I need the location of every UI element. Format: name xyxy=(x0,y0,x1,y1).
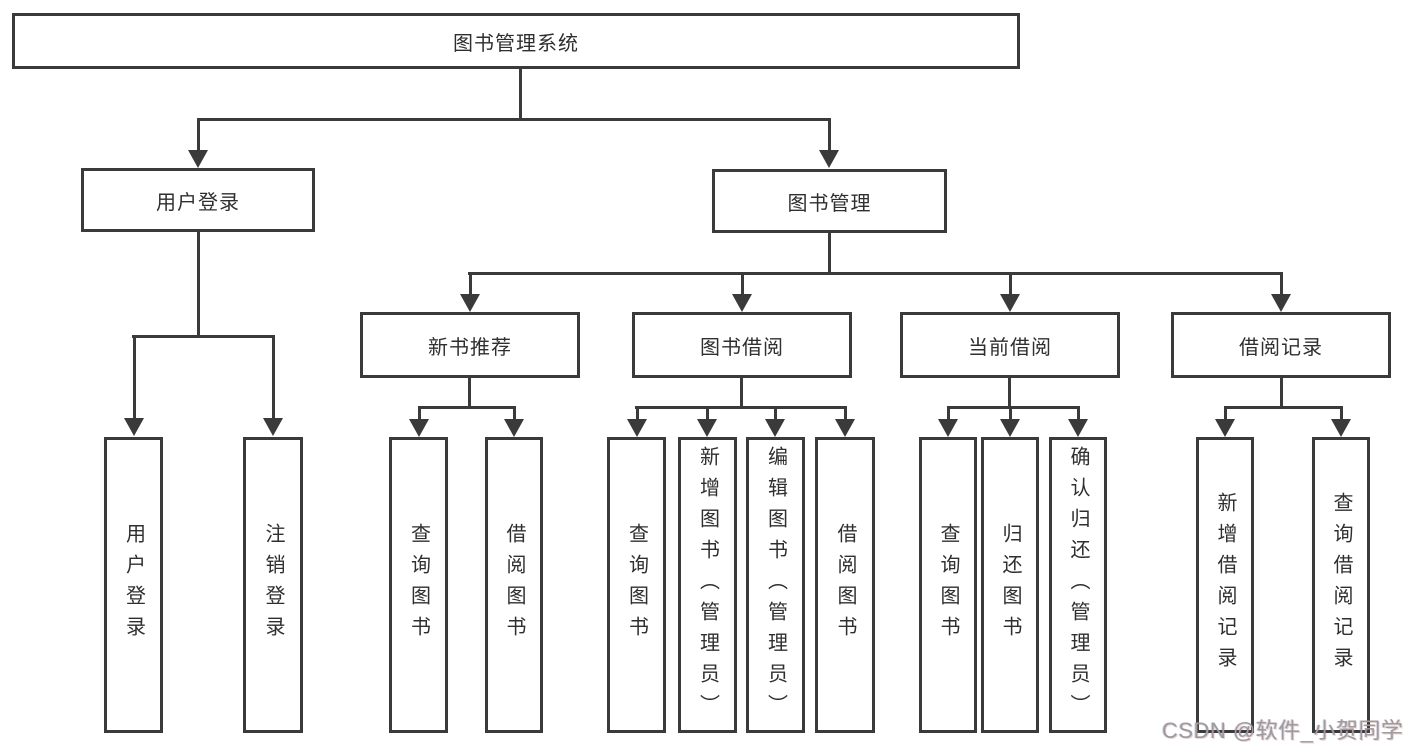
node-root-label: 图书管理系统 xyxy=(453,32,579,55)
leaf-current-return-book: 归还图书 xyxy=(981,437,1039,733)
node-user-login: 用户登录 xyxy=(81,168,315,232)
arrow-to-user-login xyxy=(188,118,208,168)
node-book-mgmt-label: 图书管理 xyxy=(787,192,872,215)
leaf-borrow-query-book: 查询图书 xyxy=(607,437,666,733)
node-borrow-records: 借阅记录 xyxy=(1171,312,1391,378)
leaf-newbook-borrow-book: 借阅图书 xyxy=(485,437,543,733)
leaf-records-add-record: 新增借阅记录 xyxy=(1196,437,1254,733)
leaf-logout: 注销登录 xyxy=(243,437,303,733)
stem-user-login xyxy=(197,232,200,337)
arrow-to-leaf-cb-return xyxy=(1000,406,1020,437)
rail-current-borrow xyxy=(947,406,1079,409)
watermark: CSDN @软件_小贺同学 xyxy=(1162,718,1404,743)
rail-root xyxy=(197,118,831,121)
node-new-book-recommend: 新书推荐 xyxy=(360,312,580,378)
arrow-to-current-borrow xyxy=(1000,272,1020,312)
arrow-to-leaf-br-query xyxy=(1331,406,1351,437)
stem-new-book xyxy=(468,378,471,408)
arrow-to-leaf-bb-query xyxy=(627,406,647,437)
node-book-borrow-label: 图书借阅 xyxy=(700,336,784,359)
arrow-to-leaf-logout xyxy=(263,335,283,436)
arrow-to-borrow-records xyxy=(1271,272,1291,312)
leaf-newbook-query-book: 查询图书 xyxy=(389,437,448,733)
arrow-to-leaf-user-login xyxy=(124,335,144,436)
arrow-to-leaf-bb-add xyxy=(697,406,717,437)
arrow-to-leaf-cb-confirm xyxy=(1068,406,1088,437)
leaf-current-confirm-return-admin: 确认归还（管理员） xyxy=(1049,437,1107,733)
leaf-current-query-book: 查询图书 xyxy=(919,437,977,733)
arrow-to-new-book xyxy=(460,272,480,312)
arrow-to-leaf-nb-borrow xyxy=(504,406,524,437)
arrow-to-book-borrow xyxy=(732,272,752,312)
node-user-login-label: 用户登录 xyxy=(156,191,240,214)
node-root: 图书管理系统 xyxy=(12,13,1020,69)
stem-current-borrow xyxy=(1008,378,1011,408)
stem-book-borrow xyxy=(740,378,743,408)
node-current-borrow-label: 当前借阅 xyxy=(968,336,1052,359)
rail-borrow-records xyxy=(1224,406,1342,409)
node-book-borrow: 图书借阅 xyxy=(632,312,852,378)
leaf-borrow-edit-book-admin: 编辑图书（管理员） xyxy=(746,437,805,733)
rail-book-borrow xyxy=(635,406,846,409)
rail-book-mgmt xyxy=(468,272,1282,275)
stem-borrow-records xyxy=(1280,378,1283,408)
arrow-to-leaf-nb-query xyxy=(409,406,429,437)
leaf-borrow-add-book-admin: 新增图书（管理员） xyxy=(678,437,737,733)
leaf-records-query-record: 查询借阅记录 xyxy=(1312,437,1370,733)
node-new-book-recommend-label: 新书推荐 xyxy=(428,336,512,359)
leaf-user-login: 用户登录 xyxy=(104,437,163,733)
stem-book-mgmt xyxy=(828,233,831,274)
arrow-to-book-mgmt xyxy=(819,118,839,168)
node-book-mgmt: 图书管理 xyxy=(712,169,947,233)
arrow-to-leaf-cb-query xyxy=(938,406,958,437)
stem-root xyxy=(519,68,522,119)
leaf-borrow-borrow-book: 借阅图书 xyxy=(815,437,875,733)
arrow-to-leaf-br-add xyxy=(1215,406,1235,437)
rail-user-login xyxy=(132,335,275,338)
rail-new-book xyxy=(418,406,516,409)
arrow-to-leaf-bb-edit xyxy=(765,406,785,437)
node-borrow-records-label: 借阅记录 xyxy=(1239,336,1323,359)
node-current-borrow: 当前借阅 xyxy=(900,312,1120,378)
arrow-to-leaf-bb-borrow xyxy=(835,406,855,437)
